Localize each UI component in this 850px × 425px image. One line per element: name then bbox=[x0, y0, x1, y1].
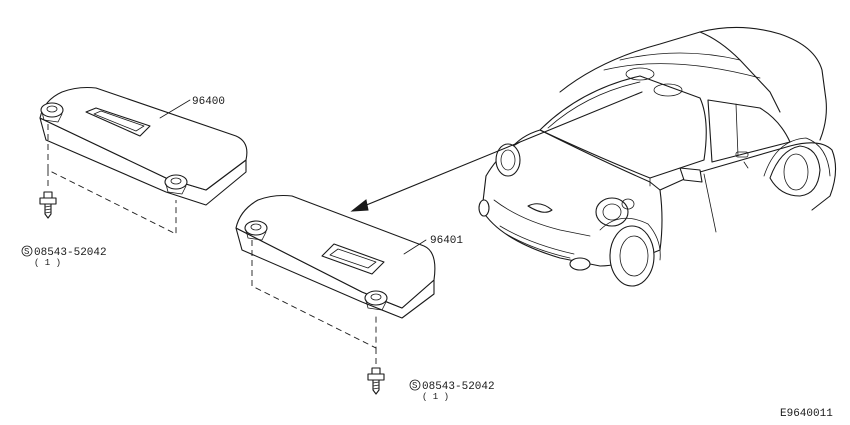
car-illustration bbox=[478, 26, 837, 287]
s-circle-icon: S bbox=[24, 247, 29, 257]
sun-visor-left bbox=[39, 86, 248, 206]
sun-visor-right bbox=[235, 194, 436, 319]
dashed-guide bbox=[47, 124, 177, 235]
svg-text:( 1 ): ( 1 ) bbox=[422, 392, 449, 402]
reference-arrow bbox=[350, 91, 643, 212]
leader-line bbox=[403, 239, 427, 255]
svg-text:08543-52042: 08543-52042 bbox=[422, 381, 495, 393]
screw-icon bbox=[39, 191, 57, 219]
part-label-96400: 96400 bbox=[192, 96, 225, 108]
svg-text:( 1 ): ( 1 ) bbox=[34, 258, 61, 268]
svg-text:08543-52042: 08543-52042 bbox=[34, 247, 107, 259]
s-circle-icon: S bbox=[412, 381, 417, 391]
screw-icon bbox=[367, 367, 385, 395]
diagram-code: E9640011 bbox=[780, 408, 833, 420]
fastener-label-upper: S 08543-52042 ( 1 ) bbox=[21, 245, 107, 268]
part-label-96401: 96401 bbox=[430, 235, 463, 247]
dashed-guide bbox=[251, 240, 377, 349]
fastener-label-lower: S 08543-52042 ( 1 ) bbox=[409, 379, 495, 402]
leader-line bbox=[159, 99, 191, 119]
